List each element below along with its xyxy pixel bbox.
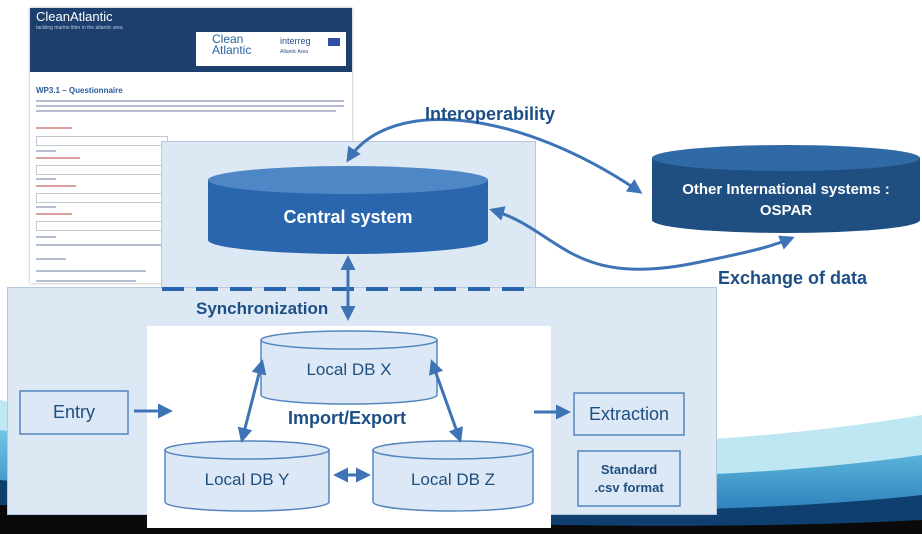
other-systems-line2: OSPAR [759, 202, 813, 219]
question-text-line [36, 270, 146, 272]
logo-interreg-text: interreg [280, 36, 311, 46]
questionnaire-header: CleanAtlantic tackling marine litter in … [30, 8, 352, 72]
csv-line1: Standard [600, 461, 658, 477]
questionnaire-app-title: CleanAtlantic [36, 9, 113, 24]
import-export-label: Import/Export [288, 408, 407, 428]
other-systems-line1: Other International systems : [682, 181, 890, 198]
interoperability-label: Interoperability [425, 104, 556, 124]
questionnaire-logos: Clean Atlantic interreg Atlantic Area [196, 32, 346, 66]
field-hint [36, 178, 56, 180]
logo-clean-text: Clean [212, 32, 244, 46]
synchronization-label: Synchronization [196, 299, 329, 318]
local-db-z-cylinder [372, 440, 534, 512]
questionnaire-heading: WP3.1 – Questionnaire [36, 86, 123, 95]
intro-text-line [36, 110, 336, 112]
field-hint [36, 236, 56, 238]
questionnaire-app-subtitle: tackling marine litter in the atlantic a… [36, 25, 123, 31]
field-hint [36, 150, 56, 152]
eu-flag-icon [328, 38, 340, 46]
csv-format-label: Standard .csv format [578, 451, 680, 506]
csv-format-box [577, 450, 681, 507]
other-systems-label: Other International systems : OSPAR [652, 172, 920, 228]
clean-atlantic-logo: Clean Atlantic [212, 32, 252, 57]
logo-atlantic-text: Atlantic [212, 43, 252, 57]
interoperability-arrow [346, 117, 643, 194]
logo-region-text: Atlantic Area [280, 49, 309, 55]
exchange-of-data-label: Exchange of data [718, 268, 868, 288]
field-label [36, 185, 76, 187]
local-db-y-cylinder [164, 440, 330, 512]
radio-options[interactable] [36, 258, 66, 260]
entry-box [19, 390, 129, 435]
x-y-arrow [237, 359, 267, 443]
intro-text-line [36, 100, 344, 102]
central-system-label: Central system [283, 206, 413, 227]
question-text-line [36, 244, 166, 246]
exchange-data-arrow [489, 206, 795, 271]
field-label [36, 157, 80, 159]
field-label [36, 213, 72, 215]
local-db-x-cylinder [260, 330, 438, 405]
extraction-box [573, 392, 685, 436]
field-label [36, 127, 72, 129]
intro-text-line [36, 105, 344, 107]
checkbox-options[interactable] [36, 280, 136, 282]
entry-label: Entry [52, 402, 95, 422]
local-db-y-label: Local DB Y [204, 470, 290, 489]
interreg-logo: interreg Atlantic Area [280, 37, 311, 57]
csv-line2: .csv format [594, 479, 664, 495]
field-hint [36, 206, 56, 208]
x-z-arrow [428, 359, 464, 443]
local-db-x-label: Local DB X [306, 360, 392, 379]
extraction-label: Extraction [588, 403, 670, 424]
local-db-z-label: Local DB Z [410, 470, 496, 489]
